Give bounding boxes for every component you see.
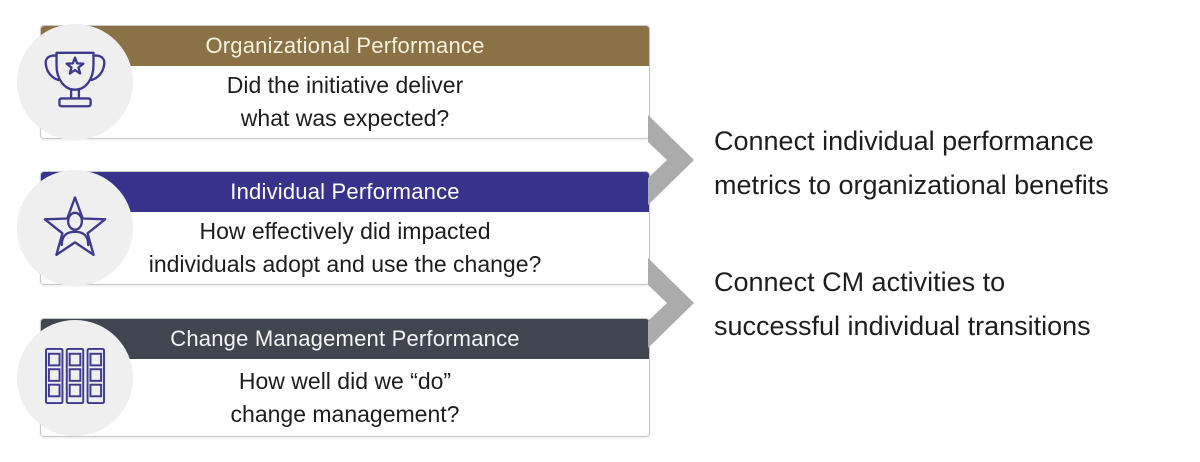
annotation-line: Connect CM activities to [714,267,1006,297]
annotation-line: metrics to organizational benefits [714,170,1109,200]
card-organizational-performance: Organizational Performance Did the initi… [40,25,650,139]
kanban-board-icon [44,347,106,410]
annotation-individual-to-organizational: Connect individual performance metrics t… [714,119,1192,207]
icon-circle-change-management [17,320,133,436]
card-change-management-performance: Change Management Performance How well d… [40,318,650,437]
card-body-organizational: Did the initiative deliver what was expe… [41,66,649,138]
icon-circle-individual [17,170,133,286]
annotation-cm-to-individual: Connect CM activities to successful indi… [714,260,1192,348]
annotation-line: Connect individual performance [714,126,1094,156]
card-individual-performance: Individual Performance How effectively d… [40,171,650,285]
card-question-line: change management? [230,400,460,427]
trophy-icon [40,45,110,120]
chevron-right-arrow-icon [648,115,694,205]
card-question-line: How well did we “do” [238,367,452,394]
icon-circle-organizational [17,24,133,140]
annotation-line: successful individual transitions [714,311,1091,341]
card-question-line: Did the initiative deliver [226,72,464,98]
card-body-individual: How effectively did impacted individuals… [41,212,649,284]
chevron-right-arrow-icon [648,258,694,348]
card-question-line: individuals adopt and use the change? [148,251,542,277]
card-question-line: what was expected? [240,105,450,131]
card-question-line: How effectively did impacted [199,218,491,244]
card-header-change-management: Change Management Performance [41,319,649,359]
card-header-organizational: Organizational Performance [41,26,649,66]
card-body-change-management: How well did we “do” change management? [41,359,649,436]
card-header-individual: Individual Performance [41,172,649,212]
star-person-icon [38,189,112,268]
